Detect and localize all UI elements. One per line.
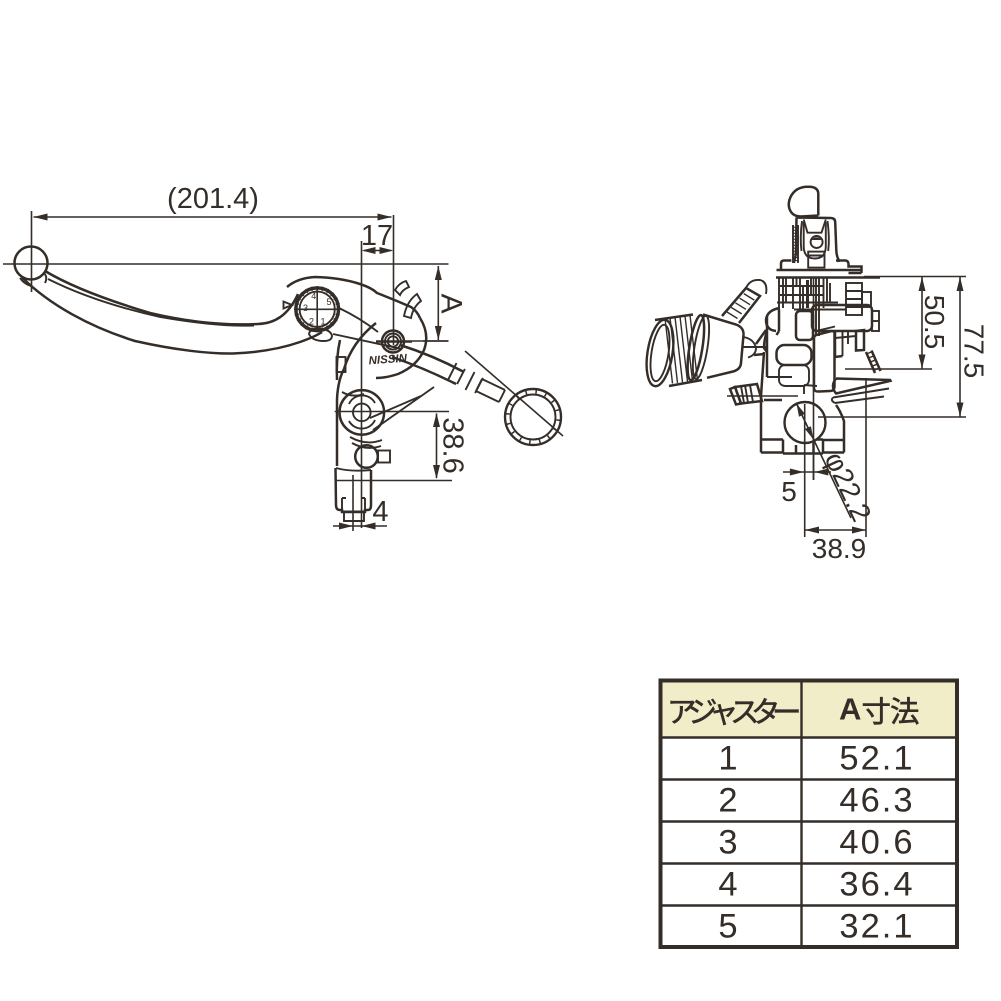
svg-text:4: 4 [311, 291, 316, 301]
svg-text:A: A [839, 692, 861, 727]
svg-text:38.6: 38.6 [437, 417, 469, 473]
svg-text:2: 2 [718, 782, 739, 820]
svg-text:1: 1 [320, 317, 325, 327]
svg-text:77.5: 77.5 [959, 324, 990, 379]
svg-text:38.9: 38.9 [812, 533, 867, 564]
svg-text:36.4: 36.4 [839, 866, 914, 904]
svg-text:NISSIN: NISSIN [368, 353, 408, 368]
svg-text:A: A [435, 293, 468, 313]
svg-text:5: 5 [326, 297, 331, 307]
svg-text:17: 17 [361, 220, 393, 252]
svg-text:32.1: 32.1 [839, 908, 914, 946]
svg-text:3: 3 [718, 824, 739, 862]
svg-text:4: 4 [372, 496, 388, 528]
svg-text:4: 4 [718, 866, 739, 904]
svg-text:5: 5 [718, 908, 739, 946]
svg-text:(201.4): (201.4) [167, 183, 259, 215]
svg-text:50.5: 50.5 [919, 295, 950, 350]
svg-text:52.1: 52.1 [839, 740, 914, 778]
svg-text:1: 1 [718, 740, 739, 778]
svg-text:46.3: 46.3 [839, 782, 914, 820]
svg-text:3: 3 [303, 303, 308, 313]
svg-text:5: 5 [781, 476, 797, 507]
svg-text:φ22.2: φ22.2 [819, 447, 878, 526]
svg-text:2: 2 [309, 317, 314, 327]
svg-text:40.6: 40.6 [839, 824, 914, 862]
